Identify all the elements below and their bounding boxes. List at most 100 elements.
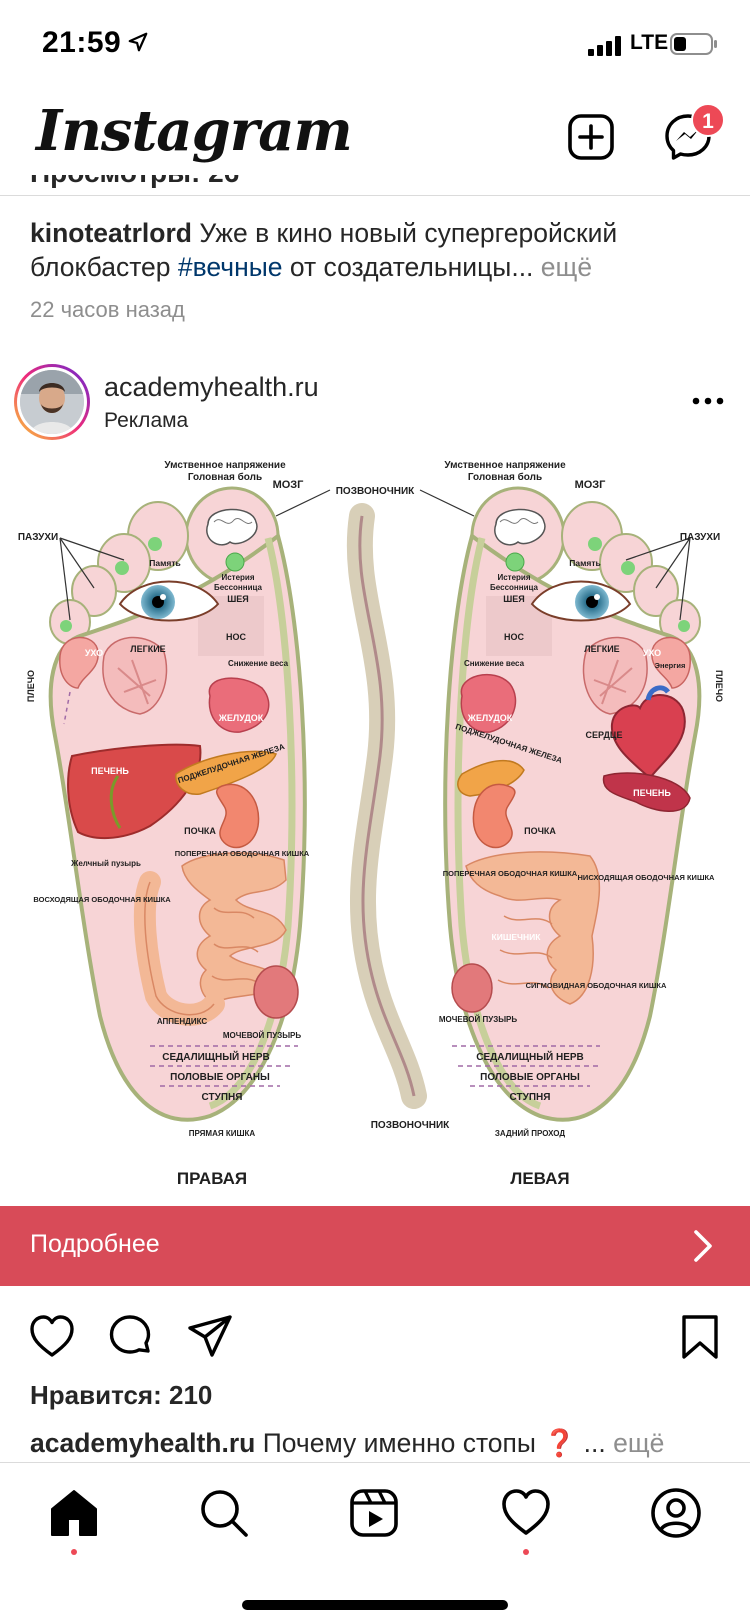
post-caption: academyhealth.ru Почему именно стопы ❓ .… [30,1428,720,1459]
label-stress: Умственное напряжение [164,460,286,471]
chevron-right-icon [694,1230,712,1262]
signal-icon [588,36,621,56]
avatar-photo [20,370,84,434]
label-bladder-left: МОЧЕВОЙ ПУЗЫРЬ [439,1015,518,1024]
location-arrow-icon [128,32,148,52]
label-energy: Энергия [655,661,686,670]
post-image[interactable]: Умственное напряжение Головная боль МОЗГ… [0,456,750,1206]
learn-more-button[interactable]: Подробнее [0,1206,750,1286]
pointer-lines [59,489,691,621]
left-foot-labels: Умственное напряжение Головная боль МОЗГ… [439,460,724,1188]
search-icon[interactable] [196,1485,252,1541]
label-spine-bottom: ПОЗВОНОЧНИК [371,1120,450,1131]
previous-post-username[interactable]: kinoteatrlord [30,218,192,248]
learn-more-label: Подробнее [30,1230,160,1258]
label-transverse-colon: ПОПЕРЕЧНАЯ ОБОДОЧНАЯ КИШКА [175,849,310,858]
label-lungs: ЛЕГКИЕ [130,644,165,654]
home-indicator-dot [71,1549,77,1555]
profile-icon[interactable] [648,1485,704,1541]
previous-post-clipped-line: Просмотры: 26 [30,175,239,195]
label-heel-right: СТУПНЯ [202,1092,243,1103]
home-icon[interactable] [46,1485,102,1541]
label-descending-colon: НИСХОДЯЩАЯ ОБОДОЧНАЯ КИШКА [578,873,716,882]
label-nose-left: НОС [504,632,525,642]
post-header: academyhealth.ru Реклама [0,360,750,450]
post-actions [0,1305,750,1365]
label-shoulder-left: ПЛЕЧО [714,670,724,702]
label-sigmoid: СИГМОВИДНАЯ ОБОДОЧНАЯ КИШКА [526,981,667,990]
more-options-icon[interactable] [688,386,728,416]
eye-icon-right [118,580,220,622]
label-sciatic-left: СЕДАЛИЩНЫЙ НЕРВ [476,1050,584,1063]
header-divider [0,195,750,196]
activity-indicator-dot [523,1549,529,1555]
label-lungs-left: ЛЕГКИЕ [584,644,619,654]
left-foot [443,486,702,1122]
label-ear-left: УХО [643,648,661,658]
label-stress-left: Умственное напряжение [444,460,566,471]
caption-username[interactable]: academyhealth.ru [30,1428,256,1458]
like-heart-icon[interactable] [28,1313,76,1361]
caption-more-link[interactable]: ещё [613,1428,665,1458]
label-sinuses-left: ПАЗУХИ [680,532,720,543]
label-stomach-left: ЖЕЛУДОК [467,713,513,723]
label-memory-left: Память [569,558,600,568]
label-ear: УХО [85,648,103,658]
label-intestine: КИШЕЧНИК [492,932,542,942]
label-bladder: МОЧЕВОЙ ПУЗЫРЬ [223,1031,302,1040]
avatar[interactable] [20,370,84,434]
label-transverse-colon-left: ПОПЕРЕЧНАЯ ОБОДОЧНАЯ КИШКА [443,869,578,878]
label-hysteria: Истерия [221,573,254,582]
status-bar: 21:59 LTE [0,0,750,90]
comment-icon[interactable] [106,1313,154,1361]
label-weight-loss-left: Снижение веса [464,659,525,668]
messages-badge: 1 [691,103,725,137]
label-headache-left: Головная боль [468,471,542,483]
label-brain-left: МОЗГ [575,479,607,491]
spine-labels: ПОЗВОНОЧНИК ПОЗВОНОЧНИК [336,486,450,1131]
label-left-foot: ЛЕВАЯ [510,1169,569,1188]
label-liver: ПЕЧЕНЬ [91,766,129,776]
network-type: LTE [630,31,669,54]
label-sciatic-right: СЕДАЛИЩНЫЙ НЕРВ [162,1050,270,1063]
nav-divider [0,1462,750,1463]
previous-caption-text-2: от создательницы... [282,252,541,282]
label-appendix: АППЕНДИКС [157,1017,208,1026]
label-hysteria-left: Истерия [497,573,530,582]
previous-more-link[interactable]: ещё [540,252,593,282]
activity-heart-icon[interactable] [498,1485,554,1541]
post-username[interactable]: academyhealth.ru [104,372,319,402]
caption-text: Почему именно стопы ❓ ... [255,1428,614,1458]
label-anus: ЗАДНИЙ ПРОХОД [495,1129,565,1138]
label-heart: СЕРДЦЕ [586,730,623,740]
share-send-icon[interactable] [186,1313,234,1361]
label-genitals-right: ПОЛОВЫЕ ОРГАНЫ [170,1072,270,1083]
clipped-text: Просмотры: 26 [30,175,239,188]
label-memory: Память [149,558,180,568]
home-indicator-bar [242,1600,508,1610]
save-bookmark-icon[interactable] [676,1313,724,1361]
likes-count[interactable]: Нравится: 210 [30,1380,213,1410]
label-insomnia: Бессонница [214,583,262,592]
label-neck: ШЕЯ [227,594,249,604]
label-kidney: ПОЧКА [184,826,216,836]
label-headache: Головная боль [188,471,262,483]
sponsored-label: Реклама [104,409,189,432]
label-stomach: ЖЕЛУДОК [218,713,264,723]
instagram-logo[interactable]: Instagram [36,98,353,164]
avatar-story-ring[interactable] [14,364,90,440]
label-rectum: ПРЯМАЯ КИШКА [189,1129,256,1138]
label-liver-left: ПЕЧЕНЬ [633,788,671,798]
add-post-icon[interactable] [566,112,616,162]
app-header: Instagram [0,90,750,190]
hashtag-link[interactable]: #вечные [177,252,283,282]
label-genitals-left: ПОЛОВЫЕ ОРГАНЫ [480,1072,580,1083]
eye-icon-left [530,580,632,622]
label-weight-loss: Снижение веса [228,659,289,668]
label-insomnia-left: Бессонница [490,583,538,592]
reels-icon[interactable] [346,1485,402,1541]
label-neck-left: ШЕЯ [503,594,525,604]
previous-post-caption: kinoteatrlord Уже в кино новый супергеро… [30,216,720,284]
label-kidney-left: ПОЧКА [524,826,556,836]
battery-icon [670,33,717,55]
